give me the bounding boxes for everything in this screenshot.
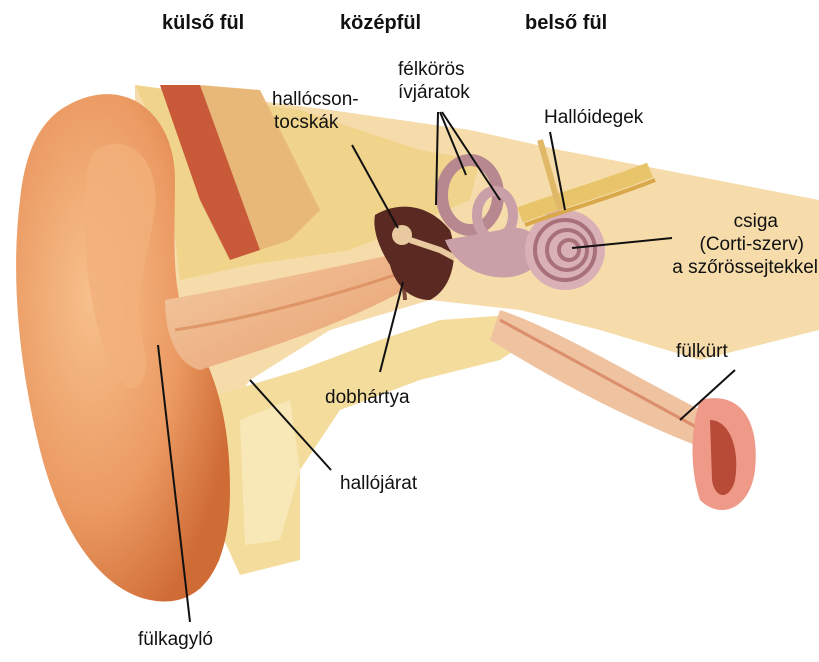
header-inner-ear: belső fül bbox=[525, 12, 607, 35]
label-semicircular-canals: félkörös ívjáratok bbox=[398, 58, 470, 104]
label-ossicles: hallócson- tocskák bbox=[272, 88, 359, 134]
header-middle-ear: középfül bbox=[340, 12, 421, 35]
label-pinna: fülkagyló bbox=[138, 628, 213, 651]
label-ossicles-line1: hallócson- bbox=[272, 88, 359, 111]
label-ear-canal: hallójárat bbox=[340, 472, 417, 495]
label-eustachian-tube: fülkürt bbox=[676, 340, 728, 363]
label-cochlea-line2: (Corti-szerv) bbox=[632, 233, 818, 256]
label-canals-line2: ívjáratok bbox=[398, 81, 470, 104]
label-eardrum: dobhártya bbox=[325, 386, 410, 409]
label-cochlea-line1: csiga bbox=[632, 210, 818, 233]
label-canals-line1: félkörös bbox=[398, 58, 470, 81]
label-cochlea-line3: a szőrössejtekkel bbox=[632, 256, 818, 279]
header-outer-ear: külső fül bbox=[162, 12, 244, 35]
label-auditory-nerves: Hallóidegek bbox=[544, 106, 643, 129]
label-cochlea: csiga (Corti-szerv) a szőrössejtekkel bbox=[632, 210, 818, 279]
label-ossicles-line2: tocskák bbox=[272, 111, 359, 134]
